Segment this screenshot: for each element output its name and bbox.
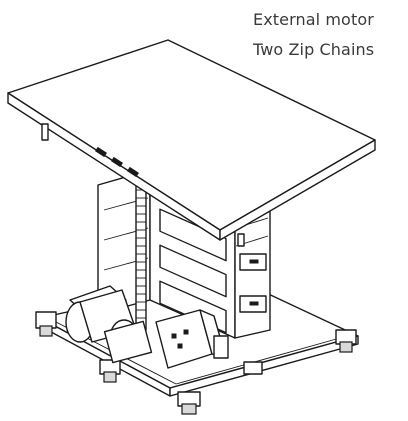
leveling-feet xyxy=(35,311,357,415)
caption-two-zip-chains: Two Zip Chains xyxy=(253,40,375,59)
caption-external-motor: External motor xyxy=(253,10,374,29)
control-box xyxy=(155,309,229,369)
table-top xyxy=(7,39,376,247)
external-motor xyxy=(65,285,153,364)
